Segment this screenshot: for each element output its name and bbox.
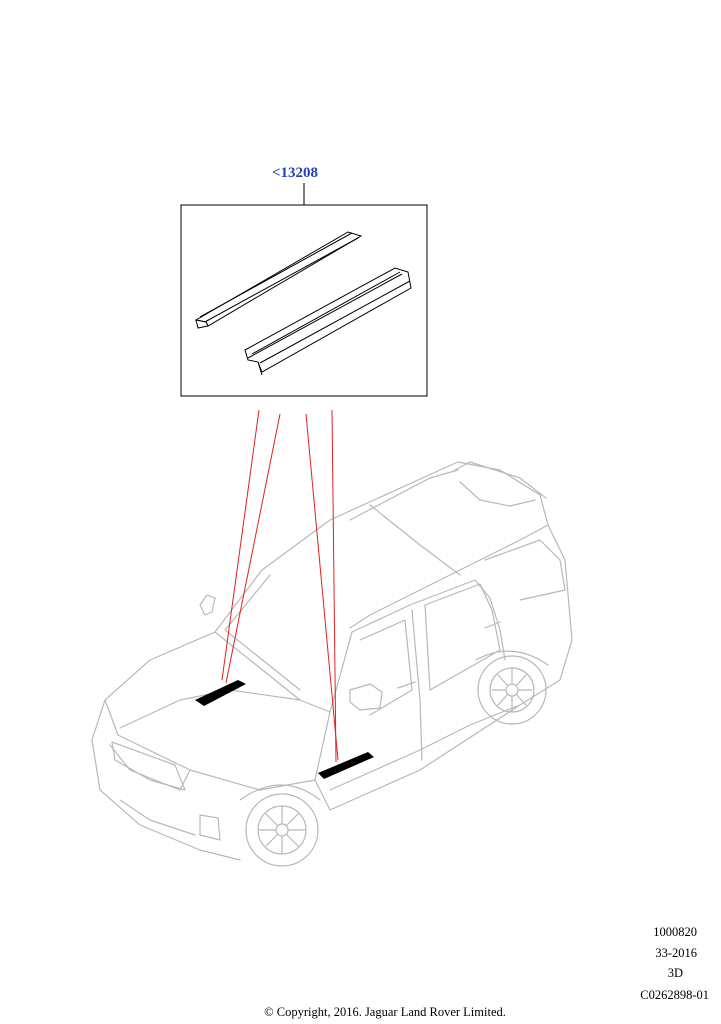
- leader-lines: [221, 409, 339, 763]
- sill-strip-lower: [244, 267, 412, 376]
- installed-sill-plate-front: [195, 680, 246, 706]
- sill-strip-upper: [194, 231, 363, 329]
- illustration-code: 33-2016: [655, 946, 697, 960]
- drawing-number: C0262898-01: [640, 988, 709, 1002]
- installed-sill-plate-side: [318, 752, 374, 779]
- vehicle-outline: [91, 461, 573, 867]
- part-reference-link[interactable]: <13208: [272, 165, 319, 181]
- copyright-notice: © Copyright, 2016. Jaguar Land Rover Lim…: [264, 1005, 506, 1019]
- illustration-id: 1000820: [653, 925, 697, 939]
- view-type: 3D: [667, 966, 683, 980]
- parts-box: [180, 204, 428, 397]
